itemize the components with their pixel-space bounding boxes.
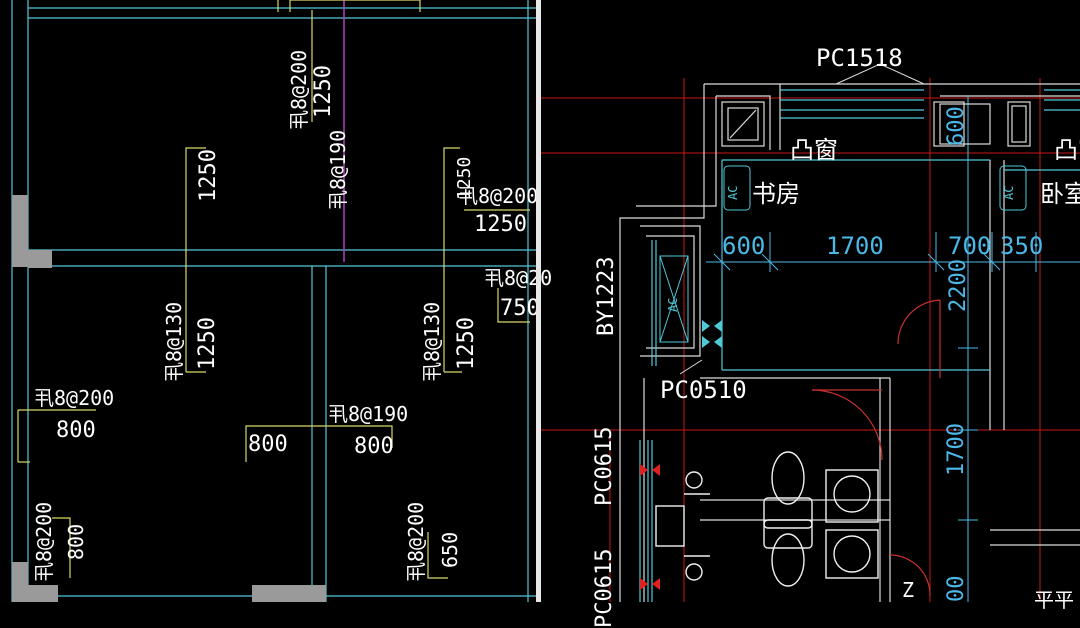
rebar-leaders <box>17 0 530 579</box>
tag-leader <box>679 359 703 375</box>
window-lines <box>639 89 1080 602</box>
dimension-label: 800 <box>354 434 394 459</box>
dimension-label: 1700 <box>826 232 884 260</box>
window-tag: PC1518 <box>816 44 903 72</box>
rebar-plan-canvas <box>11 0 536 602</box>
dimension-lines <box>706 96 1080 602</box>
window-tag: PC0510 <box>660 376 747 404</box>
room-label: 卧室 <box>1040 180 1080 208</box>
dimension-label: 350 <box>1000 232 1044 260</box>
room-label: 凸窗 <box>1054 136 1080 164</box>
column-blocks <box>12 195 326 602</box>
bathroom-fixtures <box>655 451 879 587</box>
room-label: 平平 <box>1034 588 1074 612</box>
dimension-label: 1250 <box>474 212 527 237</box>
window-tag: PC0615 <box>592 548 617 628</box>
rebar-spec-label: 丮8@200 <box>34 386 115 410</box>
cad-drawing-view: 1250 丮8@200 丮8@190 1250 丮8@200 1250 丮8@2… <box>11 0 1080 628</box>
ac-label: AC <box>666 297 680 312</box>
door-swings <box>811 299 941 597</box>
dimension-label: 800 <box>248 432 288 457</box>
bay-window-frames <box>721 101 1031 147</box>
dimension-label: 600 <box>944 106 969 146</box>
walls <box>619 83 1080 602</box>
dimension-label: 700 <box>948 232 992 260</box>
floor-plan-canvas <box>541 63 1080 602</box>
window-tag: BY1223 <box>594 256 619 336</box>
ac-units <box>659 165 1027 343</box>
panel-divider <box>536 0 541 602</box>
window-markers <box>702 320 722 348</box>
dimension-label: 750 <box>500 296 540 321</box>
window-tag: PC0615 <box>592 426 617 506</box>
dimension-label: 00 <box>944 575 969 603</box>
window-markers <box>640 464 660 590</box>
rebar-spec-label: 丮8@200 <box>458 184 539 208</box>
ac-label: AC <box>1002 185 1016 200</box>
door-tag: Z <box>902 578 915 602</box>
tag-leader <box>835 63 925 85</box>
room-label: 书房 <box>752 180 800 208</box>
dimension-label: 800 <box>56 418 96 443</box>
dimension-label: 1700 <box>944 423 969 476</box>
dimension-label: 600 <box>722 232 766 260</box>
ac-label: AC <box>726 185 740 200</box>
rebar-spec-label: 丮8@190 <box>328 402 409 426</box>
room-label: 凸窗 <box>790 136 838 164</box>
dimension-label: 2200 <box>946 259 971 312</box>
